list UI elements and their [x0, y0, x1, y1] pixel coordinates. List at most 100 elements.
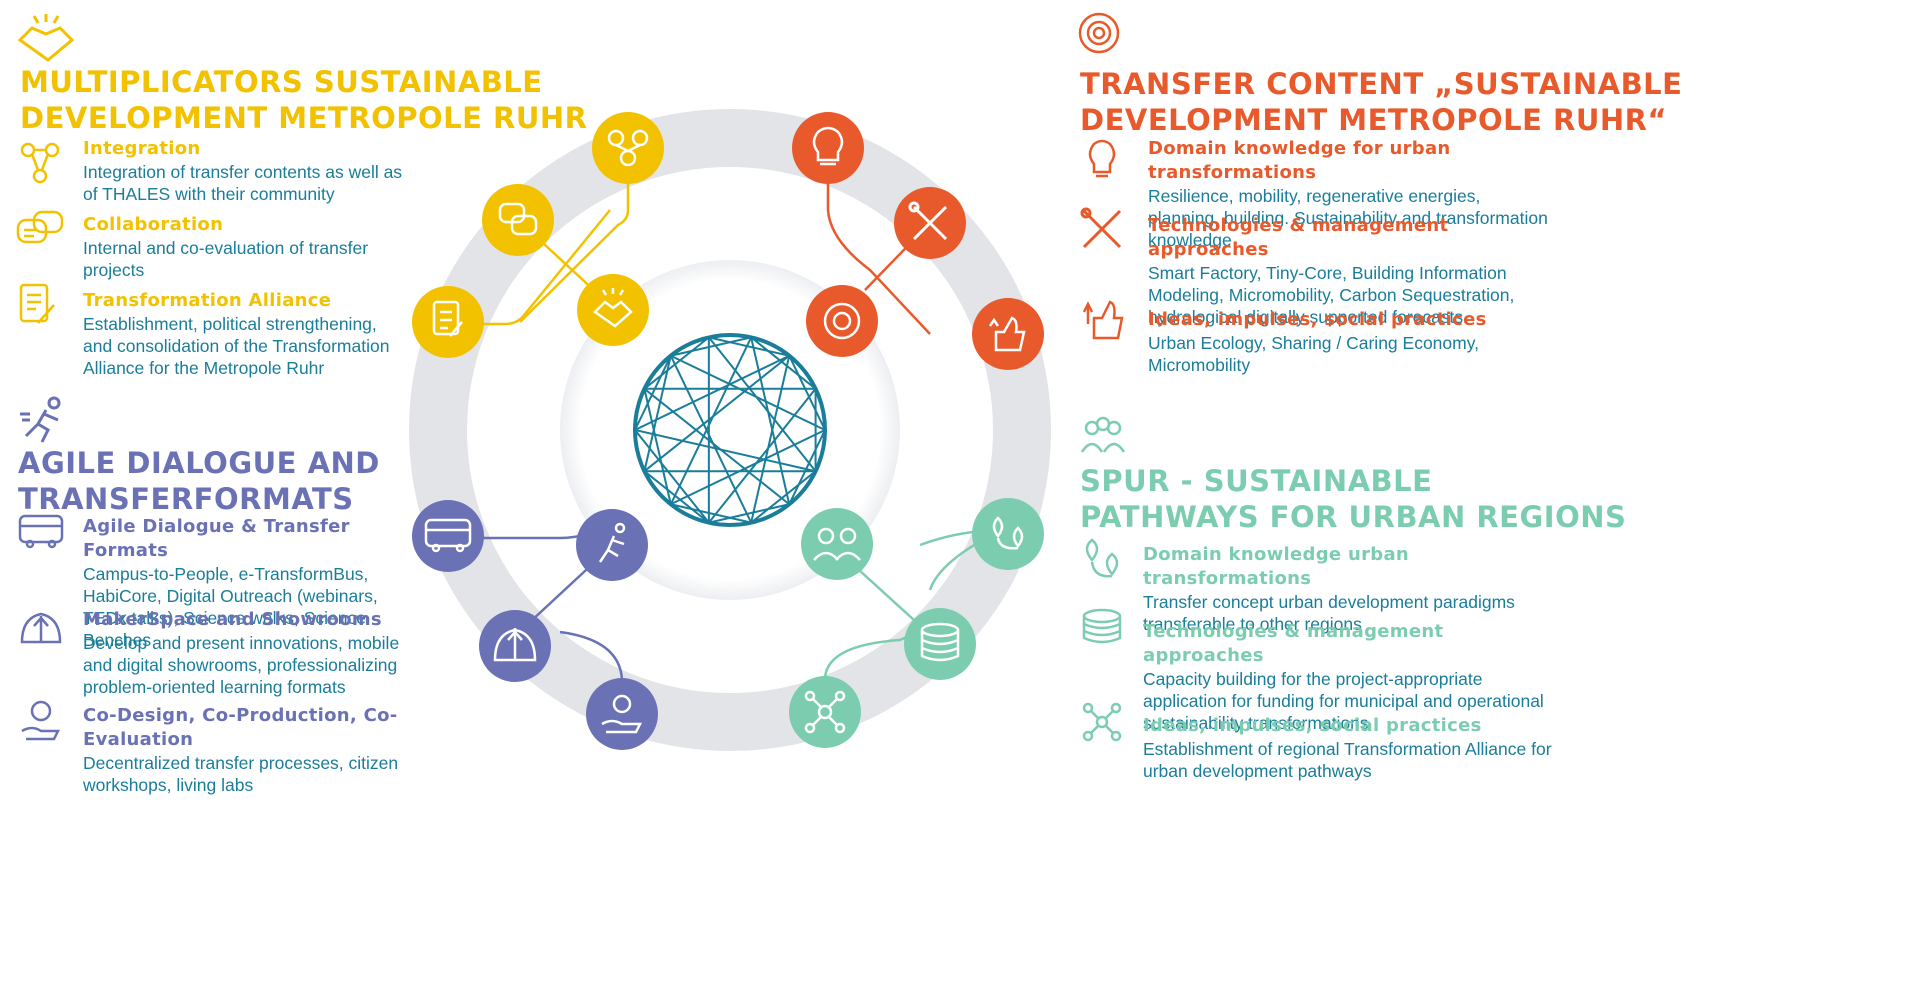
chord-line — [643, 355, 672, 472]
item-desc: Resilience, mobility, regenerative energ… — [1148, 186, 1548, 250]
chord-line — [643, 336, 710, 390]
chord-line — [750, 355, 791, 523]
list-item: Domain knowledge urban transformations T… — [1143, 543, 1553, 635]
item-desc: Urban Ecology, Sharing / Caring Economy,… — [1148, 333, 1480, 375]
chord-line — [750, 470, 817, 524]
chord-line — [708, 336, 817, 472]
item-desc: Smart Factory, Tiny-Core, Building Infor… — [1148, 263, 1515, 327]
running-person-icon — [18, 396, 82, 456]
node-orange-tools — [894, 187, 966, 259]
item-desc: Campus-to-People, e-TransformBus, HabiCo… — [83, 564, 378, 650]
community-people-icon — [1080, 416, 1144, 476]
section-title-multiplicators: MULTIPLICATORS SUSTAINABLE DEVELOPMENT M… — [20, 65, 588, 135]
network-nodes-icon — [1080, 700, 1136, 756]
item-title: MakerSpace and Showrooms — [83, 609, 382, 630]
gear-icon — [1076, 10, 1140, 70]
node-yellow-transformation — [412, 286, 484, 358]
node-green-coins — [904, 608, 976, 680]
list-item: Ideas, impulses, social practices Establ… — [1143, 714, 1553, 782]
item-desc: Establishment of regional Transformation… — [1143, 739, 1552, 781]
chord-line — [643, 354, 790, 473]
hand-bulb-icon — [18, 697, 74, 753]
chord-line — [669, 355, 753, 524]
chord-line — [643, 387, 790, 506]
lightbulb-icon — [1080, 136, 1136, 192]
chord-line — [708, 388, 817, 524]
list-item: MakerSpace and Showrooms Develop and pre… — [83, 608, 403, 698]
node-green-network — [789, 676, 861, 748]
item-title: Technologies & management approaches — [1148, 215, 1449, 260]
chord-line — [634, 355, 672, 431]
item-desc: Capacity building for the project-approp… — [1143, 669, 1544, 733]
list-item: Domain knowledge for urban transformatio… — [1148, 137, 1548, 251]
node-purple-hand-bulb — [586, 678, 658, 750]
central-diagram — [409, 109, 1051, 751]
chord-line — [670, 336, 752, 357]
item-title: Agile Dialogue & Transfer Formats — [83, 516, 350, 561]
item-title: Transformation Alliance — [83, 290, 332, 311]
chord-line — [634, 429, 816, 473]
item-desc: Transfer concept urban development parad… — [1143, 592, 1515, 634]
list-item: Co-Design, Co-Production, Co-Evaluation … — [83, 704, 403, 796]
node-green-pins — [972, 498, 1044, 570]
node-yellow-handshake — [577, 274, 649, 346]
item-title: Ideas, impulses, social practices — [1148, 309, 1487, 330]
chord-line — [670, 429, 826, 506]
chord-network-icon — [633, 333, 827, 527]
item-title: Collaboration — [83, 214, 224, 235]
item-desc: Develop and present innovations, mobile … — [83, 633, 400, 697]
item-desc: Decentralized transfer processes, citize… — [83, 753, 399, 795]
gear-plant-icon — [18, 606, 74, 662]
item-title: Ideas, impulses, social practices — [1143, 715, 1482, 736]
list-item: Transformation Alliance Establishment, p… — [83, 289, 403, 379]
inner-disc — [560, 260, 900, 600]
outer-ring — [409, 109, 1051, 751]
section-title-agile: AGILE DIALOGUE AND TRANSFERFORMATS — [18, 446, 380, 516]
list-item: Agile Dialogue & Transfer Formats Campus… — [83, 515, 403, 651]
node-purple-runner — [576, 509, 648, 581]
section-title-transfer: TRANSFER CONTENT „SUSTAINABLE DEVELOPMEN… — [1080, 67, 1683, 137]
chord-line — [643, 470, 710, 524]
item-desc: Internal and co-evaluation of transfer p… — [83, 238, 369, 280]
map-pin-route-icon — [1080, 536, 1136, 592]
item-title: Domain knowledge urban transformations — [1143, 544, 1410, 589]
thumbs-up-arrows-icon — [1080, 298, 1136, 354]
item-desc: Integration of transfer contents as well… — [83, 162, 403, 204]
chord-line — [670, 503, 752, 524]
list-item: Technologies & management approaches Sma… — [1148, 214, 1548, 328]
chord-line — [750, 337, 791, 505]
node-orange-bulb — [792, 112, 864, 184]
section-title-spur: SPUR - SUSTAINABLE PATHWAYS FOR URBAN RE… — [1080, 464, 1627, 534]
item-title: Domain knowledge for urban transformatio… — [1148, 138, 1451, 183]
chord-line — [669, 336, 753, 505]
network-people-icon — [16, 140, 72, 196]
list-item: Ideas, impulses, social practices Urban … — [1148, 308, 1548, 376]
node-orange-thumbs — [972, 298, 1044, 370]
chat-bubbles-icon — [16, 210, 72, 266]
chord-line — [634, 354, 790, 431]
chord-line — [708, 503, 790, 524]
item-desc: Establishment, political strengthening, … — [83, 314, 390, 378]
bus-icon — [18, 514, 74, 570]
chord-line — [750, 336, 817, 390]
list-item: Integration Integration of transfer cont… — [83, 137, 403, 205]
node-purple-bus — [412, 500, 484, 572]
document-pen-icon — [18, 283, 74, 339]
item-title: Integration — [83, 138, 201, 159]
wrench-screwdriver-icon — [1080, 207, 1136, 263]
list-item: Technologies & management approaches Cap… — [1143, 620, 1553, 734]
handshake-icon — [16, 10, 80, 70]
node-yellow-collaboration — [482, 184, 554, 256]
node-green-people — [801, 508, 873, 580]
chord-line — [708, 336, 790, 357]
chord-line — [788, 429, 826, 505]
chord-line — [670, 354, 826, 431]
item-title: Technologies & management approaches — [1143, 621, 1444, 666]
node-yellow-integration — [592, 112, 664, 184]
list-item: Collaboration Internal and co-evaluation… — [83, 213, 403, 281]
chord-line — [643, 388, 672, 505]
coins-stack-icon — [1080, 608, 1136, 664]
node-orange-gear — [806, 285, 878, 357]
item-title: Co-Design, Co-Production, Co-Evaluation — [83, 705, 398, 750]
chord-line — [634, 429, 710, 524]
